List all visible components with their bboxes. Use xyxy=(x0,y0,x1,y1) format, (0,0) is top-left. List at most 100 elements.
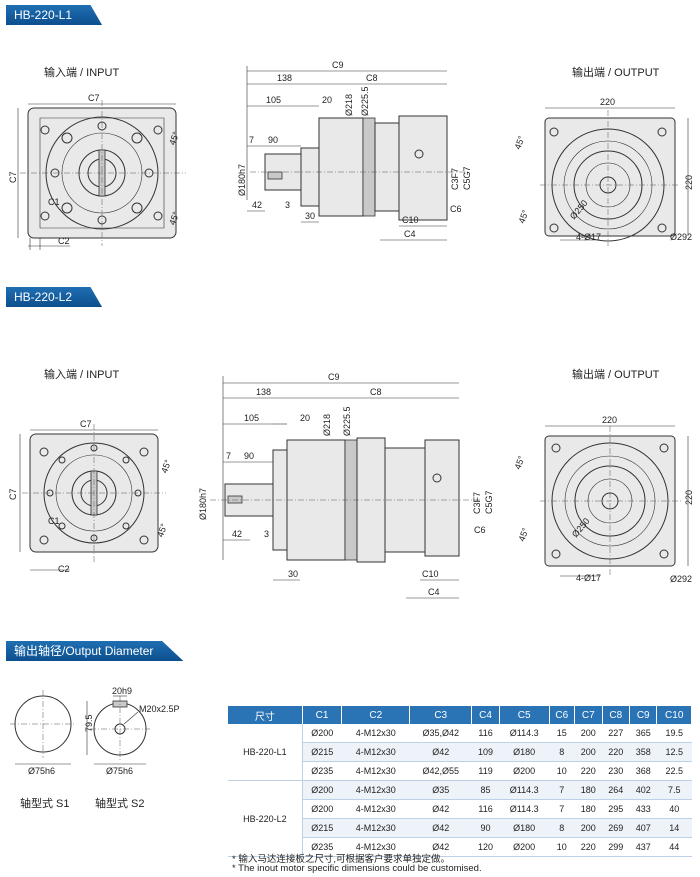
s1-phi75: Ø75h6 xyxy=(28,766,55,776)
dim-c1-l2: C1 xyxy=(48,516,60,526)
dim-105-l2: 105 xyxy=(244,413,259,423)
dim-30-l1: 30 xyxy=(305,211,315,221)
table-cell: 7 xyxy=(549,780,575,800)
dim-90-l1: 90 xyxy=(268,135,278,145)
dim-138-l1: 138 xyxy=(277,73,292,83)
output-label-l1: 输出端 / OUTPUT xyxy=(572,67,660,79)
table-cell: 180 xyxy=(574,799,603,819)
table-cell: 433 xyxy=(629,799,657,819)
shaft-s2-label: 轴型式 S2 xyxy=(95,798,145,810)
table-cell: 220 xyxy=(602,742,630,762)
table-cell: Ø114.3 xyxy=(499,724,550,743)
header-cell: C6 xyxy=(549,706,576,724)
dim-phi2255-l1: Ø225.5 xyxy=(360,86,370,116)
table-cell: 4-M12x30 xyxy=(341,780,410,800)
model-cell: HB-220-L2 xyxy=(228,780,303,857)
dim-4phi17-l2: 4-Ø17 xyxy=(576,573,601,583)
dim-138-l2: 138 xyxy=(256,387,271,397)
header-cell: C8 xyxy=(602,706,630,724)
header-cell: C10 xyxy=(656,706,692,724)
table-cell: 116 xyxy=(471,724,500,743)
s2-m20: M20x2.5P xyxy=(139,704,180,714)
header-cell: C7 xyxy=(574,706,603,724)
dim-45-a-l2: 45° xyxy=(159,458,173,475)
dim-20-l2: 20 xyxy=(300,413,310,423)
table-cell: Ø42 xyxy=(409,818,472,838)
header-cell: C2 xyxy=(341,706,411,724)
table-cell: 402 xyxy=(629,780,657,800)
section-tag-l2: HB-220-L2 xyxy=(6,287,103,307)
table-cell: Ø42 xyxy=(409,837,472,857)
dim-7-l1: 7 xyxy=(249,135,254,145)
table-cell: Ø200 xyxy=(499,761,550,781)
table-cell: 10 xyxy=(549,837,575,857)
table-cell: 4-M12x30 xyxy=(341,724,410,743)
dim-220-top-l2: 220 xyxy=(602,415,617,425)
dim-45-a: 45° xyxy=(167,130,181,147)
table-cell: Ø114.3 xyxy=(499,799,550,819)
dim-90-l2: 90 xyxy=(244,451,254,461)
table-cell: 358 xyxy=(629,742,657,762)
dim-c8-l2: C8 xyxy=(370,387,382,397)
table-cell: Ø35 xyxy=(409,780,472,800)
l2-side-view: C9 138 C8 105 20 Ø218 Ø225.5 7 90 Ø180h7… xyxy=(198,372,494,599)
table-cell: Ø42 xyxy=(409,742,472,762)
table-cell: 15 xyxy=(549,724,575,743)
dim-220-side-l2: 220 xyxy=(684,490,694,505)
table-cell: 200 xyxy=(574,742,603,762)
dim-45-b: 45° xyxy=(167,210,181,227)
model-cell: HB-220-L1 xyxy=(228,724,303,781)
header-cell: C1 xyxy=(302,706,343,724)
table-cell: Ø235 xyxy=(302,837,342,857)
dim-45-b-l2: 45° xyxy=(155,522,169,539)
table-cell: 19.5 xyxy=(656,724,692,743)
table-cell: 230 xyxy=(602,761,630,781)
dim-45-out-a-l2: 45° xyxy=(512,454,526,471)
table-cell: 119 xyxy=(471,761,500,781)
dim-c7-side-l2: C7 xyxy=(8,488,18,500)
dim-30-l2: 30 xyxy=(288,569,298,579)
dim-phi2255-l2: Ø225.5 xyxy=(342,406,352,436)
dim-45-out-b-l2: 45° xyxy=(516,526,530,543)
table-cell: Ø35,Ø42 xyxy=(409,724,472,743)
l2-input-view: C7 C7 C1 C2 45° 45° xyxy=(8,419,173,574)
input-label-l1: 输入端 / INPUT xyxy=(44,67,120,79)
table-cell: 8 xyxy=(549,818,575,838)
dim-220-side-l1: 220 xyxy=(684,175,694,190)
table-cell: Ø180 xyxy=(499,818,550,838)
table-cell: 200 xyxy=(574,724,603,743)
dim-7-l2: 7 xyxy=(226,451,231,461)
table-cell: 40 xyxy=(656,799,692,819)
technical-drawings: C7 C7 C1 C2 45° 45° C9 138 C8 105 20 Ø21… xyxy=(8,60,694,599)
l1-side-view: C9 138 C8 105 20 Ø218 Ø225.5 7 90 Ø180h7… xyxy=(237,60,472,241)
table-cell: 109 xyxy=(471,742,500,762)
l1-output-view: 220 220 45° 45° Ø250 4-Ø17 Ø292 xyxy=(512,97,694,246)
header-cell: 尺寸 xyxy=(228,706,303,724)
table-cell: 120 xyxy=(471,837,500,857)
dim-phi218-l2: Ø218 xyxy=(322,414,332,436)
dim-c9-l2: C9 xyxy=(328,372,340,382)
l2-output-view: 220 220 45° 45° Ø250 4-Ø17 Ø292 xyxy=(512,415,694,584)
table-cell: 299 xyxy=(602,837,630,857)
dim-c10-l2: C10 xyxy=(422,569,439,579)
table-cell: 4-M12x30 xyxy=(341,837,410,857)
section-tag-output-diameter: 输出轴径/Output Diameter xyxy=(6,641,184,661)
table-cell: 4-M12x30 xyxy=(341,742,410,762)
dim-c6-l2: C6 xyxy=(474,525,486,535)
table-cell: 44 xyxy=(656,837,692,857)
table-cell: 22.5 xyxy=(656,761,692,781)
header-cell: C9 xyxy=(629,706,658,724)
table-cell: Ø200 xyxy=(302,780,342,800)
table-cell: Ø180 xyxy=(499,742,550,762)
table-cell: 7 xyxy=(549,799,575,819)
table-cell: 368 xyxy=(629,761,657,781)
table-cell: Ø42,Ø55 xyxy=(409,761,472,781)
table-cell: 8 xyxy=(549,742,575,762)
dim-c9-l1: C9 xyxy=(332,60,344,70)
